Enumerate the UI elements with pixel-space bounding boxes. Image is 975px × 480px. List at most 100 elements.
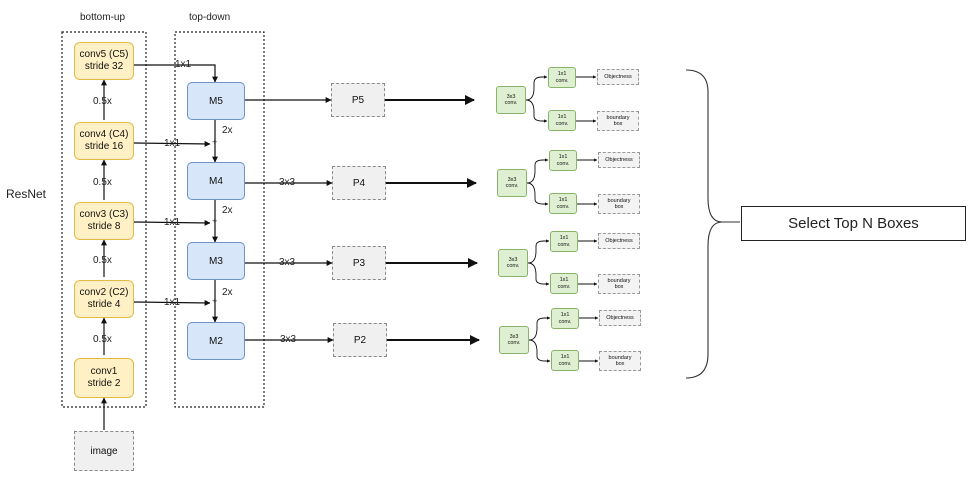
conv-name: conv5 (C5) (79, 49, 129, 60)
p3-label: P3 (352, 257, 366, 269)
c3-lateral-arrow (133, 219, 211, 226)
conv-kernel-label: 3x3 (507, 176, 517, 183)
rpn-cls-conv-box: 1x1 conv. (551, 308, 579, 329)
rpn-cls-conv-box: 1x1 conv. (550, 231, 578, 252)
conv-suffix-label: conv. (557, 283, 571, 290)
p5-label: P5 (351, 94, 365, 106)
smooth-label: 3x3 (280, 334, 297, 345)
select-top-n-label: Select Top N Boxes (788, 215, 919, 232)
lateral-label: 1x1 (164, 138, 181, 149)
rpn-reg-conv-box: 1x1 conv. (549, 193, 577, 214)
conv-suffix-label: conv. (555, 77, 569, 84)
downsample-label: 0.5x (93, 96, 112, 107)
boundary-label: boundary (607, 277, 631, 284)
conv-name: conv3 (C3) (79, 209, 129, 220)
p2-label: P2 (353, 334, 367, 346)
conv-suffix-label: conv. (505, 183, 519, 189)
conv5-block: conv5 (C5) stride 32 (74, 42, 134, 80)
objectness-output-box: Objectness (598, 233, 640, 249)
head-branch-lower (528, 339, 551, 363)
conv-suffix-label: conv. (556, 160, 570, 167)
c4-lateral-arrow (133, 140, 211, 147)
sum-plus-sign: + (212, 137, 218, 147)
objectness-output-box: Objectness (597, 69, 639, 85)
top-down-title: top-down (189, 12, 231, 23)
curly-brace (685, 69, 723, 379)
conv-kernel-label: 1x1 (558, 197, 568, 203)
m5-box: M5 (187, 82, 245, 120)
conv-name: conv2 (C2) (79, 287, 129, 298)
conv-kernel-label: 1x1 (557, 71, 567, 77)
boundary-box-output: boundary box (598, 194, 640, 214)
rpn-shared-conv-box: 3x3 conv. (498, 249, 528, 277)
conv-suffix-label: conv. (506, 263, 520, 269)
bottom-up-title: bottom-up (80, 12, 126, 23)
rpn-shared-conv-box: 3x3 conv. (497, 169, 527, 197)
head-branch-upper (526, 158, 549, 184)
m4-label: M4 (209, 175, 223, 187)
objectness-output-box: Objectness (598, 152, 640, 168)
objectness-output-box: Objectness (599, 310, 641, 326)
c5-lateral-arrow (134, 64, 218, 83)
box-label: box (614, 204, 624, 210)
objectness-label: Objectness (606, 314, 634, 321)
boundary-label: boundary (607, 197, 631, 204)
box-label: box (614, 284, 624, 290)
head-branch-upper (528, 316, 551, 341)
conv-suffix-label: conv. (504, 100, 518, 106)
sum-plus-sign: + (212, 296, 218, 306)
p4-label: P4 (352, 177, 366, 189)
objectness-label: Objectness (605, 237, 633, 244)
conv-suffix-label: conv. (555, 120, 569, 127)
boundary-box-output: boundary box (598, 274, 640, 294)
m3-label: M3 (209, 255, 223, 267)
p2-box: P2 (333, 323, 387, 357)
sum-plus-sign: + (212, 216, 218, 226)
select-top-n-box: Select Top N Boxes (741, 206, 966, 241)
input-image-label: image (90, 445, 118, 457)
lateral-label: 1x1 (164, 217, 181, 228)
input-image-box: image (74, 431, 134, 471)
conv-suffix-label: conv. (558, 318, 572, 325)
conv4-block: conv4 (C4) stride 16 (74, 122, 134, 160)
conv2-block: conv2 (C2) stride 4 (74, 280, 134, 318)
box-label: box (613, 121, 623, 127)
lateral-label: 1x1 (175, 59, 192, 70)
upsample-label: 2x (222, 287, 233, 298)
rpn-reg-conv-box: 1x1 conv. (551, 350, 579, 371)
downsample-label: 0.5x (93, 177, 112, 188)
top-down-frame (174, 31, 265, 408)
lateral-label: 1x1 (164, 297, 181, 308)
downsample-label: 0.5x (93, 255, 112, 266)
rpn-cls-conv-box: 1x1 conv. (549, 150, 577, 171)
conv-suffix-label: conv. (556, 203, 570, 210)
rpn-cls-conv-box: 1x1 conv. (548, 67, 576, 88)
p5-box: P5 (331, 83, 385, 117)
conv-kernel-label: 1x1 (560, 354, 570, 360)
rpn-shared-conv-box: 3x3 conv. (496, 86, 526, 114)
head-branch-upper (527, 239, 550, 264)
m2-box: M2 (187, 322, 245, 360)
m5-label: M5 (209, 95, 223, 107)
rpn-reg-conv-box: 1x1 conv. (548, 110, 576, 131)
m2-label: M2 (209, 335, 223, 347)
head-branch-lower (525, 99, 548, 123)
conv-kernel-label: 1x1 (557, 114, 567, 120)
conv3-block: conv3 (C3) stride 8 (74, 202, 134, 240)
p3-box: P3 (332, 246, 386, 280)
smooth-label: 3x3 (279, 177, 296, 188)
m4-box: M4 (187, 162, 245, 200)
objectness-label: Objectness (605, 156, 633, 163)
smooth-label: 3x3 (279, 257, 296, 268)
rpn-reg-conv-box: 1x1 conv. (550, 273, 578, 294)
conv-kernel-label: 3x3 (509, 333, 519, 340)
conv-suffix-label: conv. (557, 241, 571, 248)
conv-kernel-label: 3x3 (506, 93, 516, 100)
conv-kernel-label: 3x3 (508, 256, 518, 263)
conv-suffix-label: conv. (558, 360, 572, 367)
p4-box: P4 (332, 166, 386, 200)
conv-stride: stride 32 (84, 61, 124, 72)
m3-box: M3 (187, 242, 245, 280)
conv-kernel-label: 1x1 (559, 277, 569, 283)
